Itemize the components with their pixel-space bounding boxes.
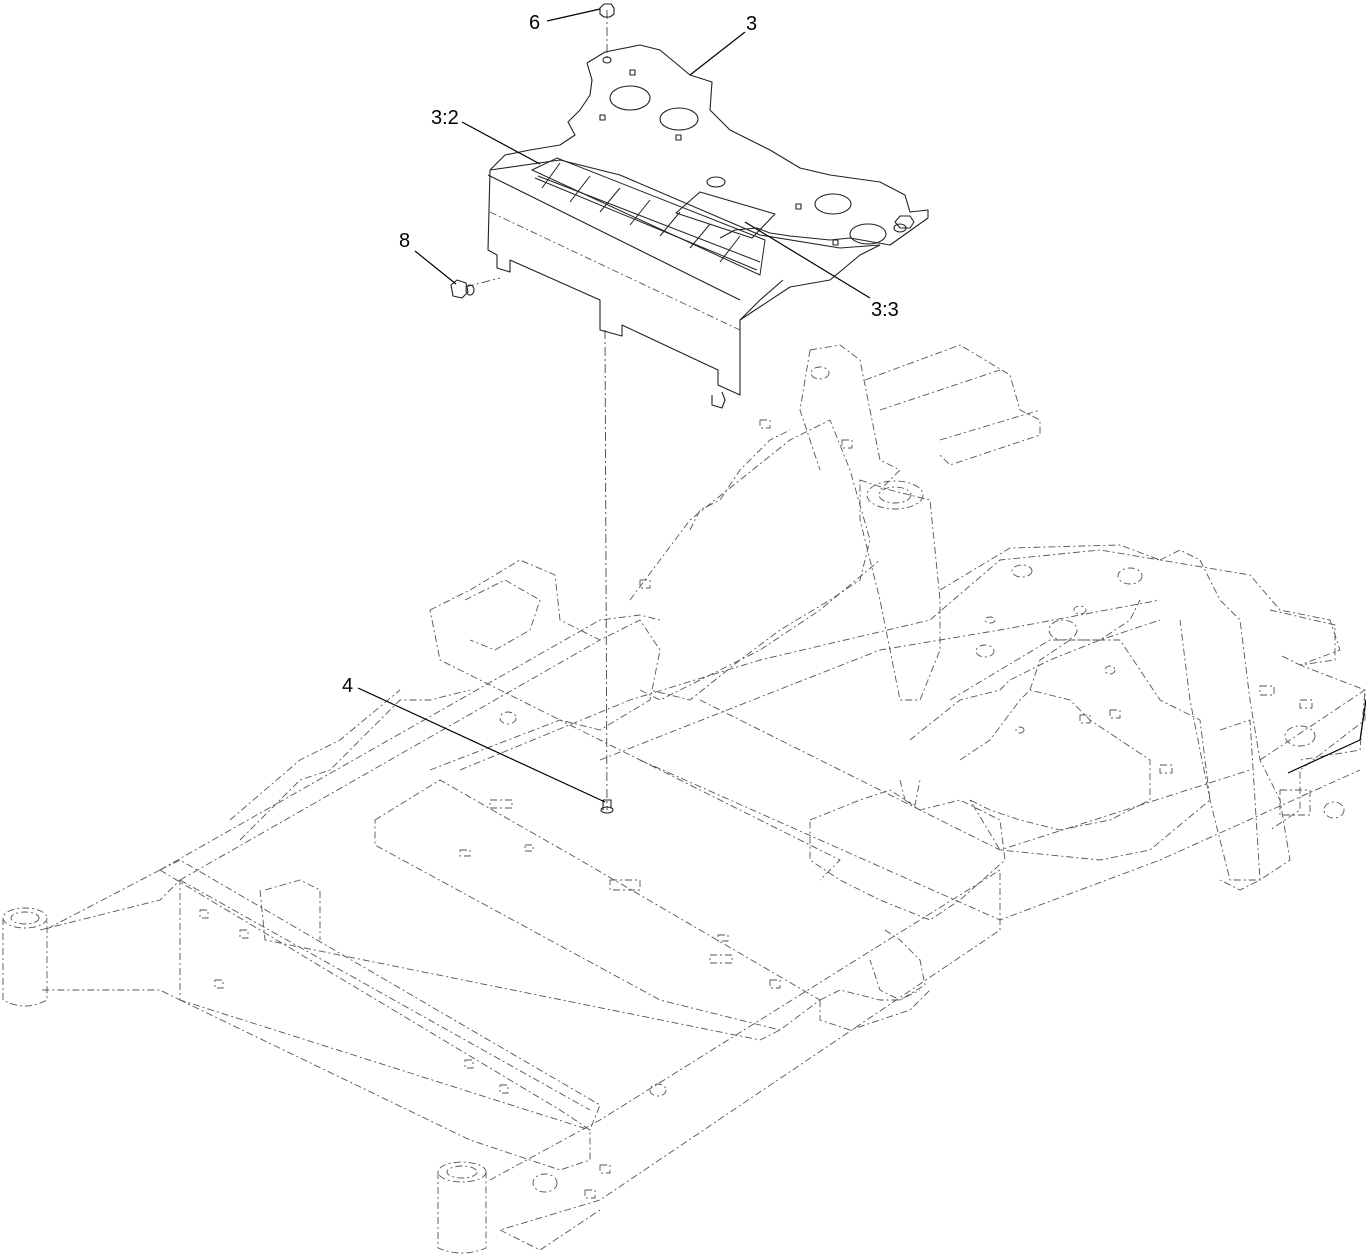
callout-6: 6: [529, 12, 540, 34]
panel-part-3: [487, 3, 929, 409]
leader-6: [546, 8, 601, 22]
callout-8: 8: [399, 230, 410, 252]
decal-part-3-2: [530, 157, 766, 276]
callout-3: 3: [746, 13, 757, 35]
leader-right: [1287, 739, 1361, 774]
decal-part-3-3: [675, 191, 776, 239]
frame-assembly: [2, 344, 1366, 1254]
nut-part-6: [599, 3, 615, 64]
leader-8: [414, 250, 457, 285]
axis-line-bolt-8: [464, 277, 501, 288]
leader-3: [689, 31, 746, 76]
leader-3-3: [744, 221, 871, 299]
callout-3-2: 3:2: [431, 107, 459, 129]
leader-right-edge: [1359, 699, 1366, 741]
callout-3-3: 3:3: [871, 299, 899, 321]
leader-lines: [357, 8, 1366, 803]
right-caster-tube: [437, 1161, 487, 1254]
frame-holes: [199, 419, 1316, 1199]
callout-labels: 6 3 3:2 8 3:3 4: [342, 12, 899, 697]
axis-line-vertical: [604, 329, 608, 811]
leader-3-2: [461, 121, 541, 165]
callout-4: 4: [342, 675, 353, 697]
leader-4: [357, 687, 606, 803]
bolt-part-8: [450, 279, 475, 299]
left-caster-tube: [2, 907, 48, 1007]
